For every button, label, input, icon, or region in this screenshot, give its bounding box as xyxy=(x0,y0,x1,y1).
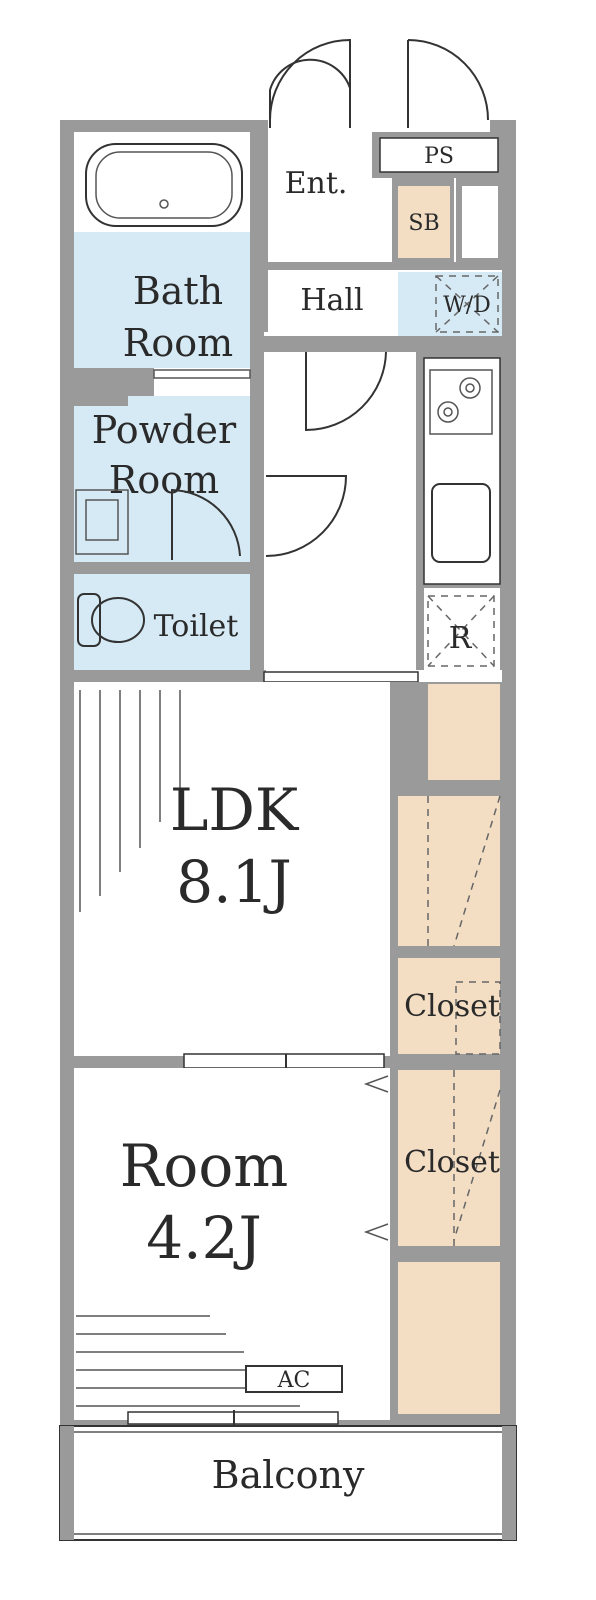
ldk-room: LDK 8.1J xyxy=(74,682,390,1056)
window-shade-lines-room xyxy=(76,1315,300,1407)
room-size: 4.2J xyxy=(146,1204,262,1272)
fridge-space xyxy=(427,595,495,667)
closet-room-label: Closet xyxy=(404,1145,500,1180)
toilet-icon xyxy=(77,593,101,647)
sb-label: SB xyxy=(408,211,439,236)
bathtub-icon xyxy=(85,143,243,227)
ps-label: PS xyxy=(424,144,454,169)
ac-label: AC xyxy=(277,1368,311,1393)
ldk-label: LDK xyxy=(170,776,300,844)
pipe-space: PS xyxy=(372,132,502,178)
entrance-door[interactable] xyxy=(268,38,490,134)
hall-label: Hall xyxy=(300,283,363,318)
ldk-closet: Closet xyxy=(390,682,502,1056)
bath-label-1: Bath xyxy=(133,269,223,313)
balcony-label: Balcony xyxy=(212,1453,365,1497)
powder-label-2: Room xyxy=(109,458,219,502)
bath-room: Bath Room xyxy=(74,132,262,370)
entrance-label: Ent. xyxy=(285,166,348,201)
closet-ldk-label: Closet xyxy=(404,989,500,1024)
bath-label-2: Room xyxy=(123,321,233,365)
ac-unit: AC xyxy=(245,1365,343,1393)
powder-room: Powder Room xyxy=(74,372,250,562)
stove-icon xyxy=(429,369,493,435)
window-shade-lines xyxy=(79,690,181,912)
room-label: Room xyxy=(120,1132,289,1200)
fridge-label: R xyxy=(449,621,473,656)
washer-space: W/D xyxy=(398,272,502,336)
kitchen-sink-icon xyxy=(431,483,491,563)
shoe-box: SB xyxy=(392,178,502,264)
sink-icon xyxy=(75,489,129,555)
ldk-size: 8.1J xyxy=(176,848,292,916)
toilet-label: Toilet xyxy=(154,609,239,644)
room-closet: Closet xyxy=(363,1068,502,1420)
kitchen: R xyxy=(416,352,502,670)
wd-label: W/D xyxy=(443,293,491,318)
toilet-room: Toilet xyxy=(74,574,250,670)
balcony: Balcony xyxy=(59,1425,517,1541)
powder-label-1: Powder xyxy=(92,408,237,452)
bedroom: Room 4.2J AC xyxy=(74,1068,390,1414)
